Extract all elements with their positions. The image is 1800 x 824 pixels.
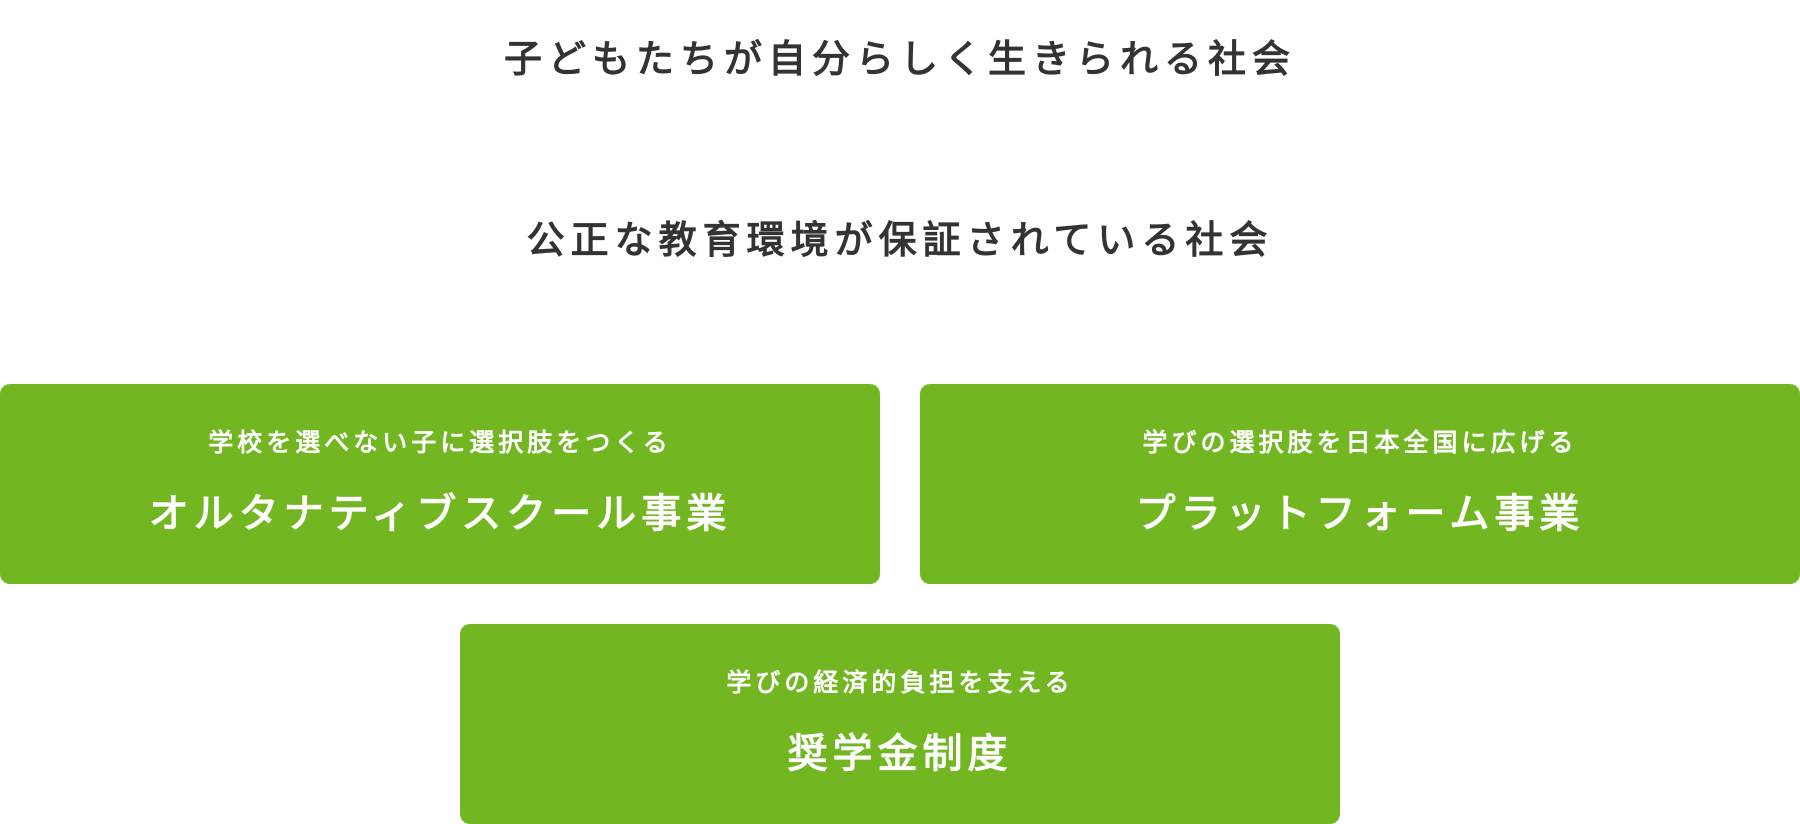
- business-card-subtitle: 学校を選べない子に選択肢をつくる: [208, 428, 672, 457]
- vision-heading: 子どもたちが自分らしく生きられる社会: [503, 37, 1296, 81]
- business-card-platform[interactable]: 学びの選択肢を日本全国に広げる プラットフォーム事業: [920, 384, 1800, 584]
- business-card-alternative-school[interactable]: 学校を選べない子に選択肢をつくる オルタナティブスクール事業: [0, 384, 880, 584]
- business-card-subtitle: 学びの選択肢を日本全国に広げる: [1142, 428, 1578, 457]
- business-card-title: オルタナティブスクール事業: [148, 491, 732, 537]
- business-card-subtitle: 学びの経済的負担を支える: [726, 668, 1074, 697]
- business-card-scholarship[interactable]: 学びの経済的負担を支える 奨学金制度: [460, 624, 1340, 824]
- mission-heading: 公正な教育環境が保証されている社会: [526, 218, 1274, 262]
- business-card-title: 奨学金制度: [787, 731, 1013, 777]
- business-card-title: プラットフォーム事業: [1135, 491, 1585, 537]
